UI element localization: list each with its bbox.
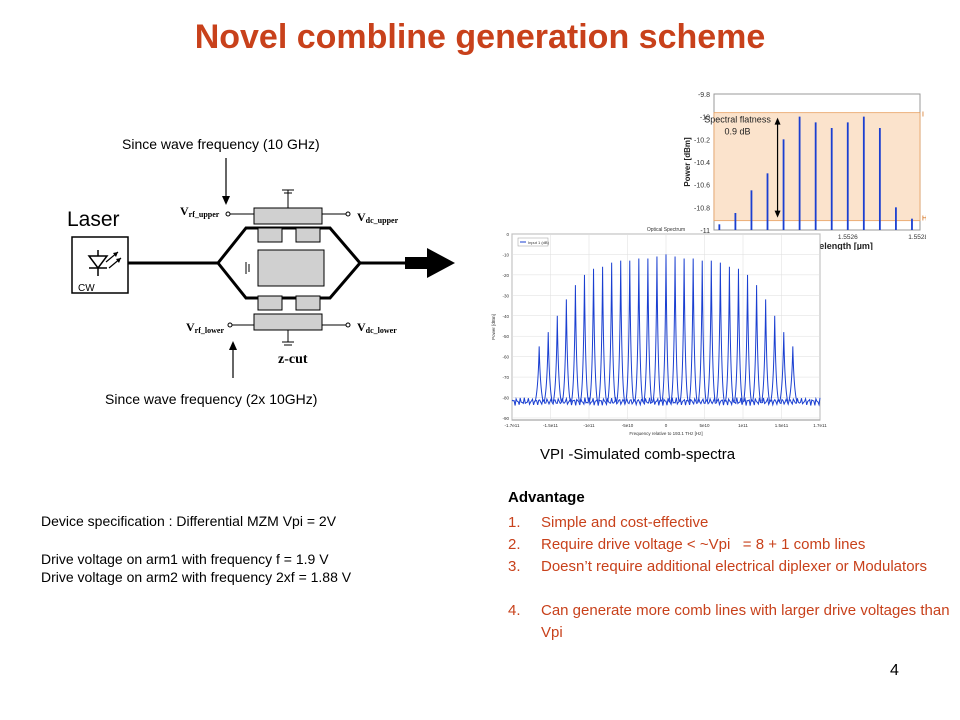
y-tick-label: -10.4 [694,160,710,167]
y-tick-label: -11 [700,228,710,235]
comb-line [579,274,589,402]
comb-line [589,268,599,402]
comb-line [607,262,617,402]
bottom-drive-caption: Since wave frequency (2x 10GHz) [105,391,318,407]
drive-voltage-arm1: Drive voltage on arm1 with frequency f =… [41,551,329,567]
y-tick-label: -10.6 [694,183,710,190]
noise-floor-trace [511,396,821,407]
cut-label: z-cut [278,352,308,367]
comb-line [770,315,780,402]
arrow-head-icon [774,117,781,125]
drive-voltage-arm2: Drive voltage on arm2 with frequency 2xf… [41,569,352,585]
comb-line [634,258,644,402]
x-tick-label: 1.5526 [838,234,858,241]
x-tick-label: -1e11 [583,423,595,428]
comb-line [724,266,734,402]
y-tick-label: -70 [502,375,509,380]
legend-box [517,237,549,247]
comb-line [661,254,671,402]
comb-line [715,262,725,402]
advantage-heading: Advantage [508,489,585,506]
laser-label: Laser [67,208,120,231]
spectral-flatness-chart: -9.8-10-10.2-10.4-10.6-10.8-111.55211.55… [683,92,926,250]
svg-text:Vrf_upper: Vrf_upper [180,204,220,219]
y-axis-label: Power [dBm] [683,137,692,187]
flatness-label: Spectral flatness [704,115,771,125]
y-tick-label: -10 [502,252,509,257]
comb-line [616,260,626,402]
advantage-item: 2.Require drive voltage < ~Vpi = 8 + 1 c… [508,536,866,553]
arrow-head-icon [774,210,781,218]
comb-line [688,258,698,402]
x-axis-label: Frequency relative to 193.1 THz [Hz] [629,431,702,436]
comb-line [670,256,680,402]
advantage-item: 1.Simple and cost-effective [508,514,709,531]
laser-mode-label: CW [78,283,95,294]
y-tick-label: 0 [506,232,509,237]
comb-line [743,274,753,402]
y-tick-label: -10.2 [694,137,710,144]
advantage-item: 4.Can generate more comb lines with larg… [508,602,950,641]
svg-text:Vrf_lower: Vrf_lower [186,320,224,335]
advantage-item: 3.Doesn’t require additional electrical … [508,558,928,575]
legend-label: Input 1 (dB) [528,240,550,245]
chart-title: Optical Spectrum [647,227,685,233]
comb-line [706,260,716,402]
y-tick-label: -30 [502,293,509,298]
y-tick-label: -10 [700,115,710,122]
x-tick-label: -1.7e11 [505,423,520,428]
flatness-band [713,112,921,222]
laser-diode-icon [87,250,122,276]
comb-line [625,260,635,402]
y-axis-label: Power [dBm] [491,314,496,340]
svg-text:Vdc_upper: Vdc_upper [357,210,399,225]
top-drive-caption: Since wave frequency (10 GHz) [122,136,320,152]
output-arrow-icon [427,248,455,278]
svg-text:Vdc_lower: Vdc_lower [357,320,397,335]
comb-line [788,346,798,402]
flatness-value: 0.9 dB [725,127,751,137]
comb-line [598,266,608,402]
page-number: 4 [890,662,899,679]
x-tick-label: -5e10 [622,423,634,428]
y-tick-label: -60 [502,355,509,360]
comb-line [733,268,743,402]
x-tick-label: 1.7e11 [813,423,827,428]
rf-upper-arrow-icon [222,196,230,205]
page-title: Novel combline generation scheme [194,18,766,56]
device-spec-line: Device specification : Differential MZM … [41,513,337,529]
y-tick-label: -50 [502,334,509,339]
x-tick-label: -1.5e11 [543,423,558,428]
comb-line [561,299,571,402]
comb-line [552,315,562,402]
y-tick-label: -20 [502,273,509,278]
y-tick-label: -40 [502,314,509,319]
band-label: H [922,216,926,223]
comb-line [679,258,689,402]
comb-line [543,332,553,402]
spectrum-caption: VPI -Simulated comb-spectra [540,446,736,463]
y-tick-label: -9.8 [698,92,710,99]
comb-line [643,258,653,402]
comb-line [779,332,789,402]
x-tick-label: 5e10 [699,423,710,428]
x-axis-label: Wavelength [µm] [801,241,873,250]
band-label: I [922,112,924,119]
x-tick-label: 1.55287 [908,234,926,241]
x-tick-label: 0 [665,423,668,428]
comb-line [761,299,771,402]
comb-line [652,256,662,402]
rf-lower-arrow-icon [229,341,237,350]
y-tick-label: -90 [502,416,509,421]
comb-line [534,346,544,402]
y-tick-label: -10.8 [694,205,710,212]
optical-spectrum-chart: 0 -10 -20 -30 -40 -50 -60 -70 -80 -90 -1.7e11 -1.5e… [491,227,827,436]
x-tick-label: 1.5e11 [775,423,789,428]
y-tick-label: -80 [502,396,509,401]
comb-line [570,285,580,402]
comb-line [697,260,707,402]
x-tick-label: 1e11 [738,423,748,428]
comb-line [752,285,762,402]
